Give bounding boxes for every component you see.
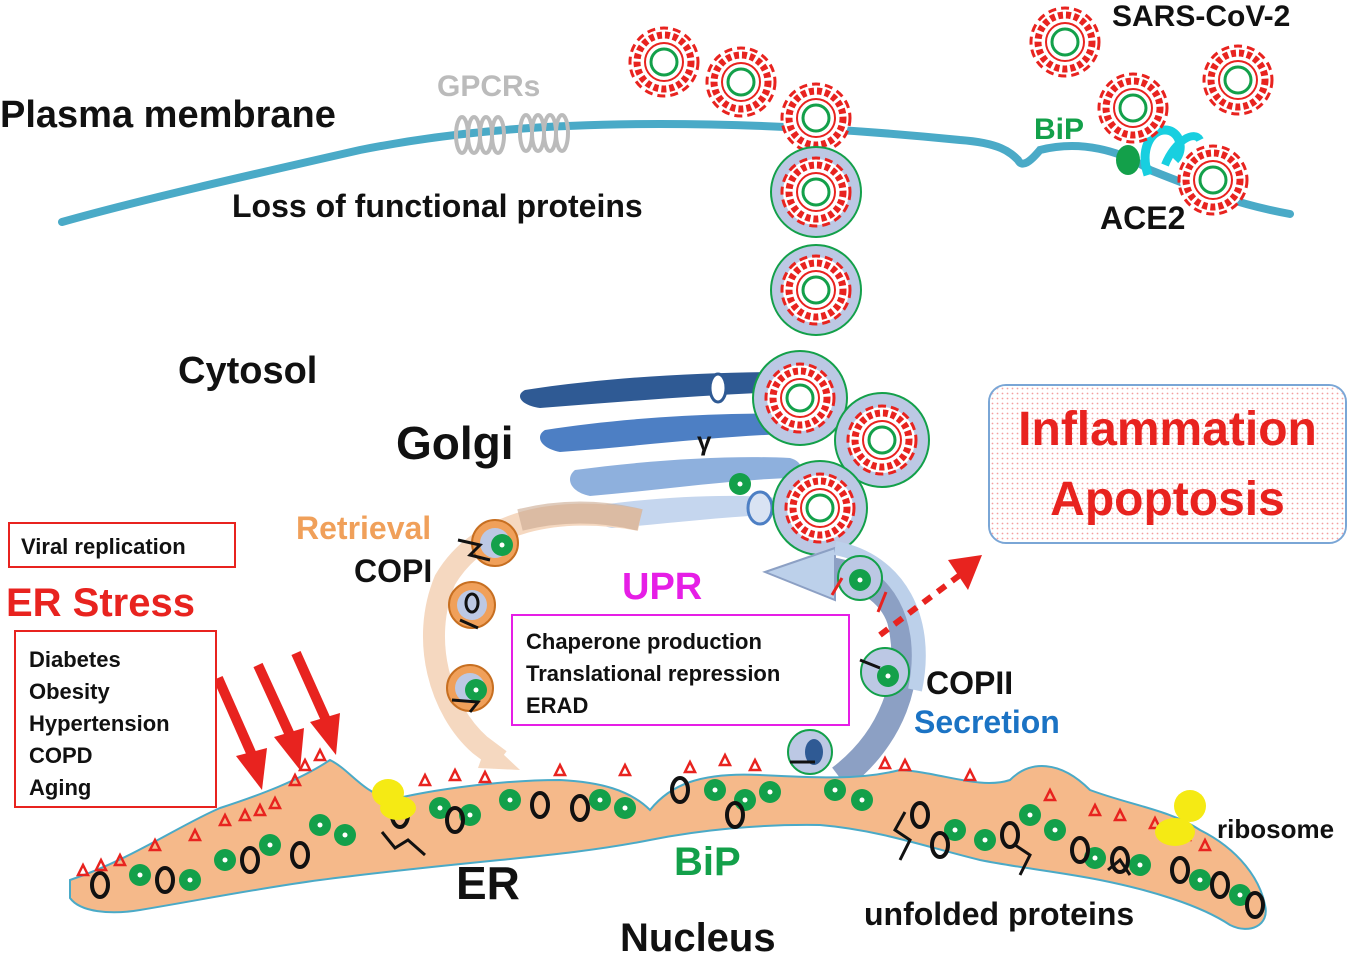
golgi-label: Golgi	[396, 417, 514, 469]
bip-er-label: BiP	[674, 840, 741, 884]
upr-effects-box: Chaperone production Translational repre…	[511, 614, 850, 726]
copi-vesicles	[446, 519, 519, 713]
nucleus-label: Nucleus	[620, 916, 776, 960]
ace2-label: ACE2	[1100, 200, 1186, 236]
unfolded-proteins-label: unfolded proteins	[864, 896, 1135, 932]
risk-factor-item: Hypertension	[29, 711, 170, 736]
viral-proteins	[75, 747, 1213, 877]
gpcrs-label: GPCRs	[437, 70, 541, 103]
gpcr-icon	[454, 113, 570, 155]
virus-vesicles	[770, 146, 862, 336]
retrieval-label: Retrieval	[296, 510, 432, 546]
er-stress-label: ER Stress	[6, 581, 195, 625]
copi-label: COPI	[354, 553, 433, 589]
bip-membrane-label: BiP	[1034, 113, 1085, 146]
viral-replication-text: Viral replication	[21, 534, 186, 559]
gamma-label: γ	[697, 426, 712, 456]
copii-vesicles	[787, 555, 910, 775]
ribosome-label: ribosome	[1217, 814, 1335, 844]
risk-factor-item: Diabetes	[29, 647, 121, 672]
risk-factor-item: Obesity	[29, 679, 110, 704]
viral-replication-box: Viral replication	[8, 522, 236, 568]
plasma-membrane-label: Plasma membrane	[0, 94, 336, 136]
upr-effect-item: ERAD	[526, 693, 589, 718]
secretion-label: Secretion	[914, 704, 1060, 740]
er-membrane	[69, 758, 1267, 930]
risk-factors-box: Diabetes Obesity Hypertension COPD Aging	[14, 630, 217, 808]
outcome-box-pattern	[990, 386, 1345, 542]
ace2-receptor-icon	[1116, 125, 1204, 177]
loss-label: Loss of functional proteins	[232, 188, 643, 224]
unfolded-protein-chains	[380, 811, 1132, 876]
er-label: ER	[456, 857, 520, 909]
upr-effect-item: Chaperone production	[526, 629, 762, 654]
copii-label: COPII	[926, 665, 1014, 701]
risk-factor-item: Aging	[29, 775, 92, 800]
outcome-line-1: Inflammation	[1018, 403, 1317, 456]
golgi-apparatus	[520, 372, 803, 528]
cytosol-label: Cytosol	[178, 350, 318, 392]
sars-cov2-label: SARS-CoV-2	[1112, 0, 1291, 33]
ribosome-icon	[372, 779, 1206, 846]
golgi-virus-vesicles	[729, 350, 930, 556]
outcome-box: Inflammation Apoptosis	[988, 384, 1347, 544]
outcome-line-2: Apoptosis	[1050, 473, 1285, 526]
risk-factor-item: COPD	[29, 743, 93, 768]
upr-effect-item: Translational repression	[526, 661, 781, 686]
er-stress-arrows	[213, 650, 340, 790]
upr-label: UPR	[622, 566, 703, 608]
